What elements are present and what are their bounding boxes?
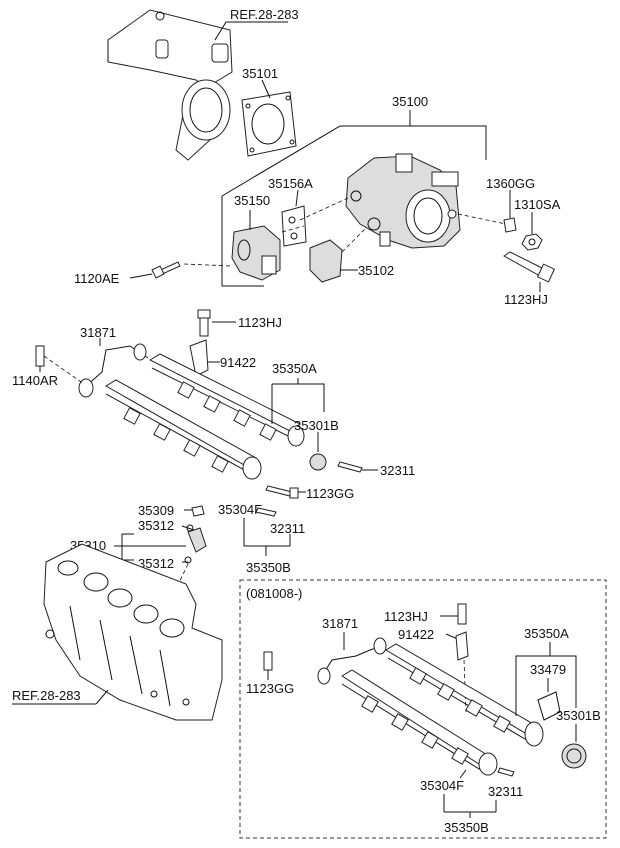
inset-stud-32311 bbox=[497, 767, 515, 777]
label-35101: 35101 bbox=[242, 66, 278, 81]
bolt-1123HJ-long bbox=[503, 251, 556, 283]
inset-label-91422: 91422 bbox=[398, 627, 434, 642]
label-35312-b: 35312 bbox=[138, 556, 174, 571]
nut-1310SA bbox=[521, 233, 543, 251]
gasket-35101 bbox=[241, 91, 297, 157]
inset-label-35301B: 35301B bbox=[556, 708, 601, 723]
bolt-1123GG bbox=[265, 485, 299, 499]
label-35309: 35309 bbox=[138, 503, 174, 518]
cap-35301B bbox=[309, 453, 327, 471]
inset-label-1123HJ: 1123HJ bbox=[384, 609, 428, 624]
label-1123GG: 1123GG bbox=[306, 486, 354, 501]
label-1123HJ-rail: 1123HJ bbox=[238, 315, 282, 330]
label-32311-b: 32311 bbox=[270, 521, 305, 536]
intake-pipe bbox=[107, 9, 233, 161]
label-1140AR: 1140AR bbox=[12, 373, 58, 388]
bolt-1120AE bbox=[151, 261, 181, 279]
inset-label-1123GG: 1123GG bbox=[246, 681, 294, 696]
label-35100: 35100 bbox=[392, 94, 428, 109]
isc-valve-35150 bbox=[231, 225, 281, 281]
inset-frame bbox=[239, 579, 607, 839]
inset-bolt-1123GG bbox=[263, 651, 273, 671]
label-91422: 91422 bbox=[220, 355, 256, 370]
ref-top-label: REF.28-283 bbox=[230, 7, 299, 22]
inset-bracket-91422 bbox=[455, 631, 469, 661]
label-32311-a: 32311 bbox=[380, 463, 415, 478]
inset-bolt-1123HJ bbox=[457, 603, 467, 625]
washer-1360GG bbox=[503, 217, 517, 233]
bracket-91422 bbox=[189, 339, 209, 377]
stud-32311-a bbox=[337, 461, 363, 473]
inset-header: (081008-) bbox=[246, 586, 302, 601]
label-35156A: 35156A bbox=[268, 176, 313, 191]
label-35350A: 35350A bbox=[272, 361, 317, 376]
inset-label-31871: 31871 bbox=[322, 616, 358, 631]
label-1310SA: 1310SA bbox=[514, 197, 561, 212]
inset-fuel-rail-lower bbox=[341, 669, 498, 776]
label-35304F: 35304F bbox=[218, 502, 262, 517]
label-35102: 35102 bbox=[358, 263, 394, 278]
label-31871: 31871 bbox=[80, 325, 116, 340]
fuel-pipe-31871 bbox=[78, 343, 149, 398]
label-35150: 35150 bbox=[234, 193, 270, 208]
inset-label-35350B: 35350B bbox=[444, 820, 489, 835]
inset-label-35304F: 35304F bbox=[420, 778, 464, 793]
tps-35102 bbox=[309, 239, 343, 283]
inset-fuel-pipe-31871 bbox=[317, 637, 387, 685]
label-35312-a: 35312 bbox=[138, 518, 174, 533]
label-35301B: 35301B bbox=[294, 418, 339, 433]
inset-fuel-rail-upper bbox=[385, 643, 544, 747]
gasket-35156A bbox=[281, 205, 307, 247]
bolt-1140AR bbox=[35, 345, 45, 367]
ref-bottom-label: REF.28-283 bbox=[12, 688, 81, 703]
inset-label-33479: 33479 bbox=[530, 662, 566, 677]
label-35350B: 35350B bbox=[246, 560, 291, 575]
inset-clip-33479 bbox=[537, 691, 561, 721]
bolt-1123HJ-rail bbox=[197, 309, 211, 337]
inset-cap-35301B bbox=[561, 743, 587, 769]
throttle-body bbox=[345, 153, 461, 249]
inset-label-35350A: 35350A bbox=[524, 626, 569, 641]
inset-label-32311: 32311 bbox=[488, 784, 523, 799]
stud-32311-b bbox=[255, 507, 277, 517]
label-1123HJ-top: 1123HJ bbox=[504, 292, 548, 307]
label-1120AE: 1120AE bbox=[74, 271, 120, 286]
clip-35309 bbox=[191, 505, 205, 517]
fuel-rail-lower bbox=[105, 379, 262, 480]
intake-manifold bbox=[43, 543, 223, 721]
label-1360GG: 1360GG bbox=[486, 176, 535, 191]
fuel-rail-upper bbox=[148, 353, 305, 447]
injector-35310 bbox=[184, 524, 207, 564]
